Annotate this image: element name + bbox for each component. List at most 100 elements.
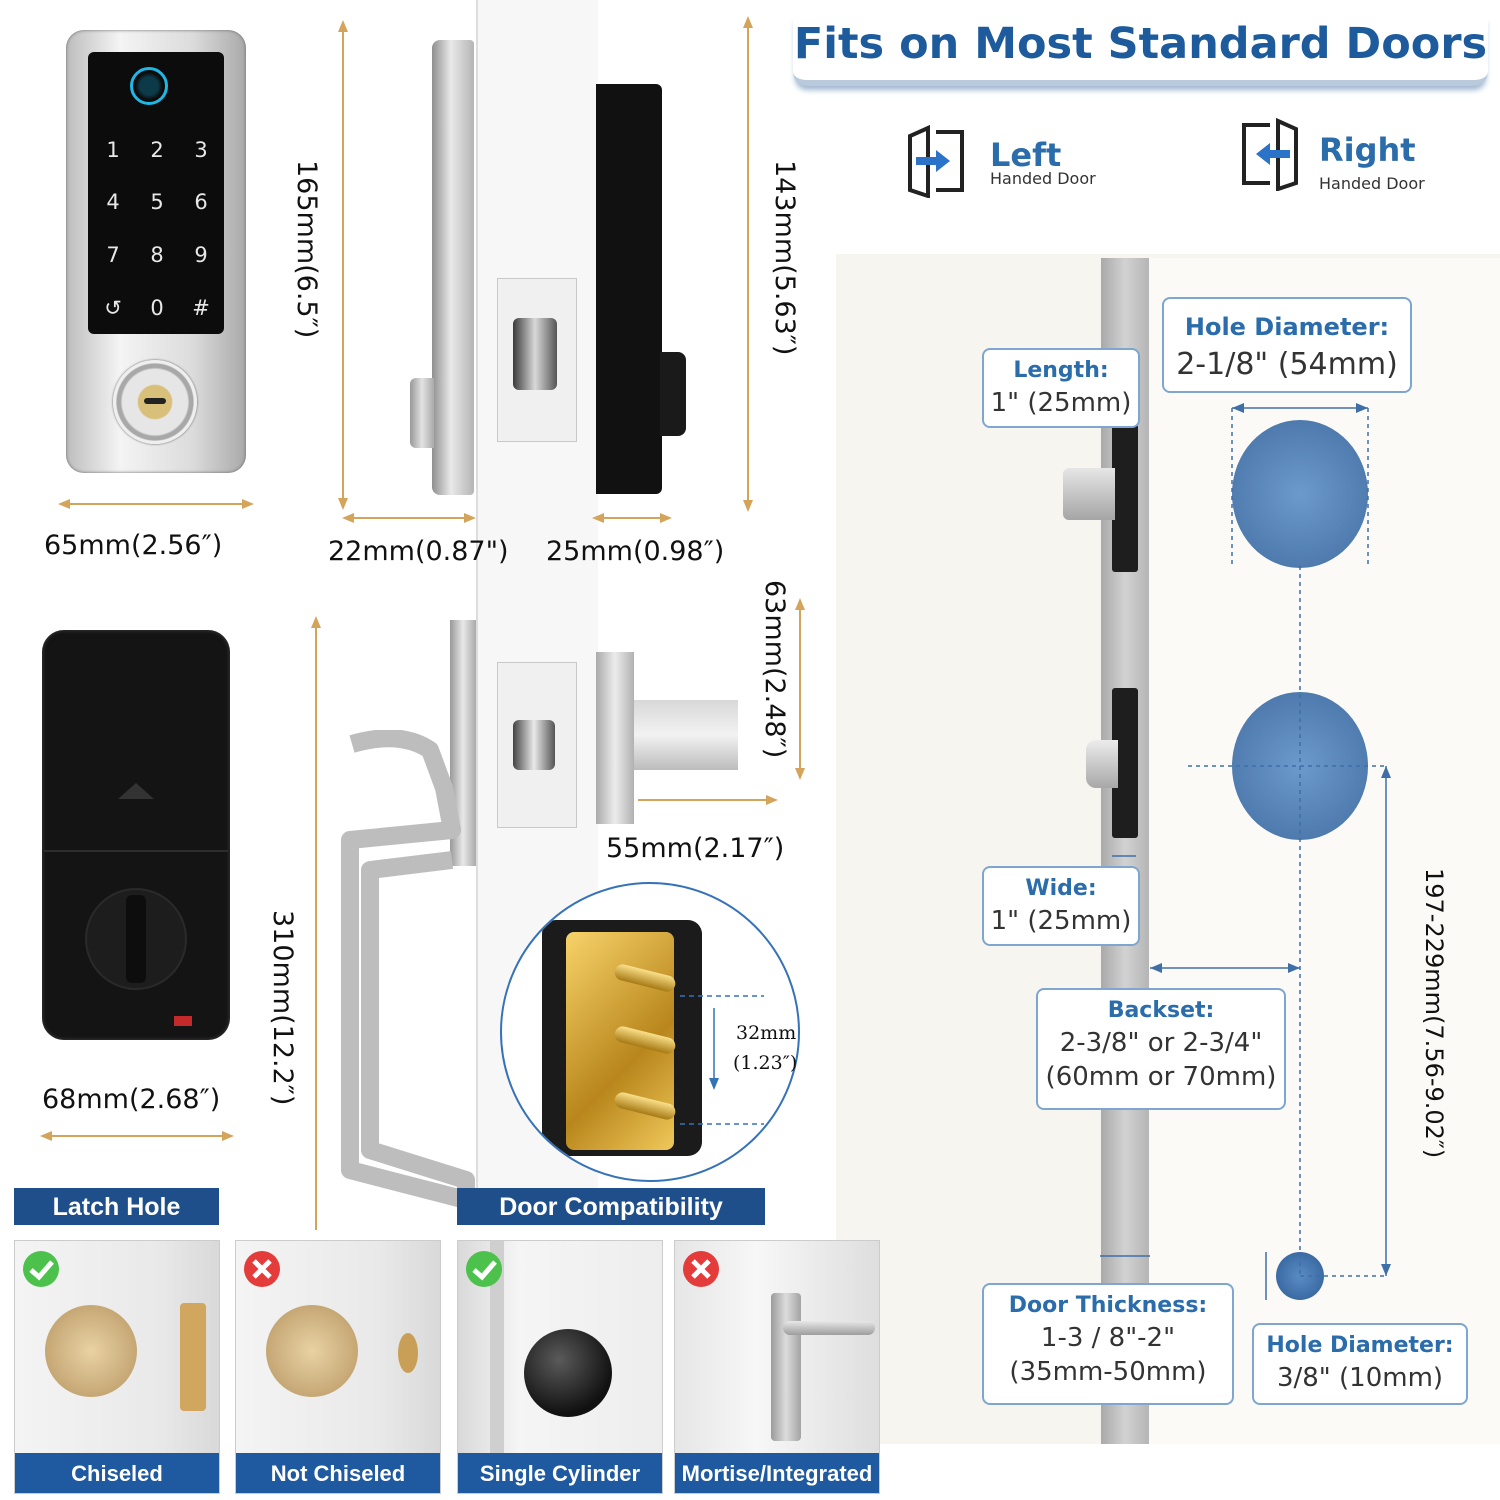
bore-cutout [45,1305,137,1397]
spacing-label: 197-229mm(7.56-9.02″) [1420,868,1448,1159]
hole-diameter-small-title: Hole Diameter: [1266,1333,1454,1358]
front-width-arrow [58,499,254,509]
handle-height-arrow [311,616,321,1230]
door-thickness-callout: Door Thickness: 1-3 / 8"-2" (35mm-50mm) [982,1283,1234,1405]
deadbolt-bolt [1063,468,1115,520]
tile-chiseled: Chiseled [14,1240,220,1494]
handle-lever [341,730,475,1209]
side-depth-label: 25mm(0.98″) [546,536,725,567]
ok-icon [466,1251,502,1287]
hole-diameter-small-callout: Hole Diameter: 3/8" (10mm) [1252,1323,1468,1405]
keypad-key[interactable]: 3 [194,138,208,162]
knob [524,1329,612,1417]
bore-cutout [266,1305,358,1397]
tile-not-chiseled: Not Chiseled [235,1240,441,1494]
door-compat-banner: Door Compatibility [457,1188,765,1225]
latch-hole [398,1333,418,1373]
length-callout: Length: 1" (25mm) [982,348,1140,428]
left-door-title: Left [990,136,1062,174]
back-width-arrow [40,1131,234,1141]
keypad-key[interactable]: 7 [106,243,120,267]
screw-spacing-in: (1.23″) [733,1052,798,1074]
front-height-arrow [338,20,348,510]
keypad-key[interactable]: 6 [194,190,208,214]
latch-width-arrow [638,795,778,805]
latch-bolt-top [513,318,557,390]
door-thickness-value-line2: (35mm-50mm) [1009,1356,1207,1387]
hole-diameter-large-title: Hole Diameter: [1184,313,1390,341]
backset-title: Backset: [1107,998,1215,1023]
wide-title: Wide: [1025,876,1097,901]
tile-single-cylinder: Single Cylinder [457,1240,663,1494]
no-icon [244,1251,280,1287]
hole-diameter-large-callout: Hole Diameter: 2-1/8" (54mm) [1162,297,1412,393]
tile-caption: Mortise/Integrated [675,1453,879,1493]
door-edge-strip [490,1241,504,1453]
screw-detail-circle [500,882,800,1182]
right-door-sub: Handed Door [1319,174,1425,193]
keypad-key[interactable]: # [192,296,210,320]
keypad-key[interactable]: 9 [194,243,208,267]
side-front-plate [432,40,474,495]
keypad-key[interactable]: 4 [106,190,120,214]
ok-icon [23,1251,59,1287]
wide-value: 1" (25mm) [990,906,1132,936]
interior-height-arrow [743,16,753,512]
keypad-key[interactable]: 5 [150,190,164,214]
battery-cover-line [44,850,228,852]
bore-hole-upper [1232,420,1368,568]
side-depth-arrow [592,513,672,523]
left-door-icon [908,124,964,198]
latch-hole-banner: Latch Hole [14,1188,219,1225]
backset-value-line2: (60mm or 70mm) [1045,1061,1277,1092]
length-value: 1" (25mm) [990,388,1132,418]
latch-width-label: 55mm(2.17″) [606,833,785,864]
side-thickness-arrow [342,513,476,523]
side-cylinder [410,378,434,448]
no-icon [683,1251,719,1287]
tile-mortise: Mortise/Integrated [674,1240,880,1494]
hole-diameter-small-value: 3/8" (10mm) [1276,1363,1444,1393]
backset-callout: Backset: 2-3/8" or 2-3/4" (60mm or 70mm) [1036,988,1286,1110]
keyhole-icon [144,398,166,404]
latch-bolt-mid [513,720,555,770]
keypad-key[interactable]: 1 [106,138,120,162]
interior-height-label: 143mm(5.63″) [769,160,800,356]
tile-caption: Chiseled [15,1453,219,1493]
hole-diameter-large-value: 2-1/8" (54mm) [1176,347,1398,382]
wide-callout: Wide: 1" (25mm) [982,866,1140,946]
tile-caption: Not Chiseled [236,1453,440,1493]
keypad-key[interactable]: ↺ [104,296,122,320]
keypad-key[interactable]: 8 [150,243,164,267]
door-thickness-title: Door Thickness: [1008,1293,1208,1318]
latch-height-label: 63mm(2.48″) [759,580,790,759]
handle-height-label: 310mm(12.2″) [267,910,298,1106]
diagram-guides [1100,403,1391,1300]
length-title: Length: [1013,358,1109,383]
screw-spacing-mm: 32mm [736,1022,797,1044]
front-height-label: 165mm(6.5″) [291,160,322,339]
door-thickness-value-line1: 1-3 / 8"-2" [1040,1323,1176,1353]
backset-value-line1: 2-3/8" or 2-3/4" [1059,1028,1263,1058]
keypad-key[interactable]: 0 [150,296,164,320]
red-indicator [174,1016,192,1026]
fingerprint-icon [130,67,168,105]
interior-lever-side [596,652,634,824]
page-title: Fits on Most Standard Doors [793,19,1488,69]
right-door-title: Right [1319,131,1416,169]
front-width-label: 65mm(2.56″) [44,530,223,561]
keypad-key[interactable]: 2 [150,138,164,162]
mortise-lever [783,1321,875,1335]
interior-lever-arm [634,700,738,770]
deadbolt-faceplate [1112,424,1138,572]
interior-knob-side [660,352,686,436]
left-door-sub: Handed Door [990,169,1096,188]
title-banner: Fits on Most Standard Doors [793,14,1488,86]
side-thickness-label: 22mm(0.87") [328,536,509,567]
right-door-icon [1242,117,1298,191]
latch-bolt [1086,740,1118,788]
thumb-turn-bar [126,895,146,983]
chisel-mortise [180,1303,206,1411]
back-width-label: 68mm(2.68″) [42,1084,221,1115]
